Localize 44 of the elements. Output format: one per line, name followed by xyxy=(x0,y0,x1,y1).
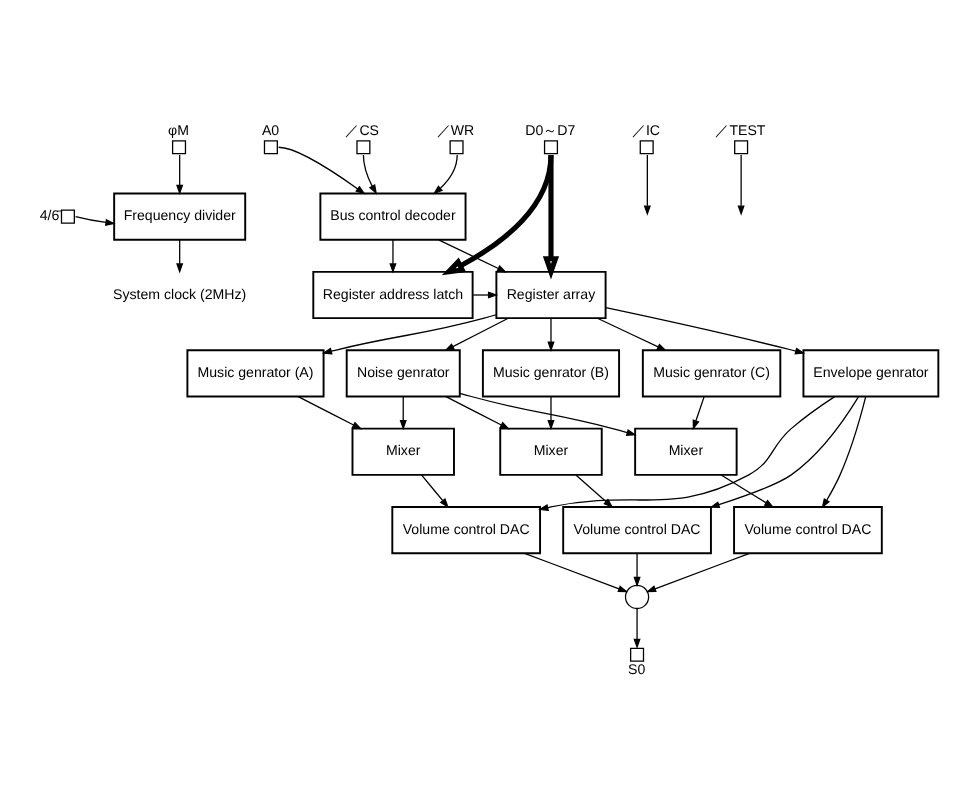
arrow xyxy=(596,316,667,351)
arrow xyxy=(542,153,560,279)
arrow xyxy=(538,395,836,511)
arrow xyxy=(547,394,555,430)
node-circle xyxy=(624,583,650,609)
arrow xyxy=(399,394,407,430)
arrow xyxy=(362,153,378,194)
arrow xyxy=(472,290,499,298)
arrow xyxy=(692,394,705,430)
node-box xyxy=(543,139,559,154)
node-box xyxy=(60,208,75,223)
arrow xyxy=(709,395,860,507)
arrow xyxy=(441,153,554,275)
arrow xyxy=(575,473,614,507)
arrow xyxy=(432,153,458,194)
arrow xyxy=(321,313,497,354)
arrow xyxy=(389,238,397,273)
arrow xyxy=(645,551,751,592)
arrow xyxy=(444,316,509,351)
arrow xyxy=(438,238,508,272)
node-box xyxy=(263,139,278,154)
arrow xyxy=(643,153,651,215)
node-box xyxy=(449,139,464,154)
node-box xyxy=(734,139,749,154)
arrow xyxy=(737,153,745,215)
node-box xyxy=(356,139,371,154)
node-box xyxy=(172,139,187,154)
arrow xyxy=(633,607,641,648)
arrow xyxy=(445,394,511,429)
arrow xyxy=(176,238,184,273)
arrow xyxy=(633,551,641,587)
node-box xyxy=(639,139,654,154)
arrow xyxy=(821,395,867,508)
arrow xyxy=(75,215,116,225)
arrow xyxy=(547,316,555,351)
arrow xyxy=(420,473,450,508)
arrow xyxy=(720,473,775,507)
arrow xyxy=(297,394,363,429)
node-box xyxy=(630,646,645,661)
arrow xyxy=(605,306,806,354)
arrow xyxy=(523,551,629,592)
arrow xyxy=(176,153,184,194)
arrow xyxy=(277,145,366,194)
arrow xyxy=(459,391,637,435)
